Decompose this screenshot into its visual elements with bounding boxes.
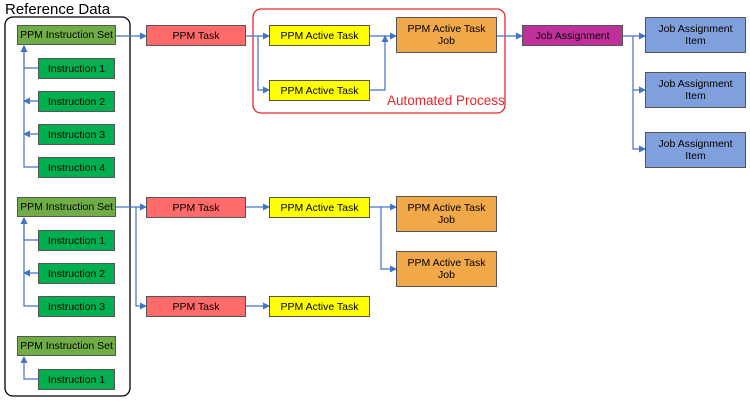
node-label: Job Assignment [535, 29, 610, 42]
node-label: PPM Active Task Job [407, 202, 486, 226]
node-label: Job Assignment Item [658, 78, 733, 102]
node-label: PPM Active Task [280, 29, 359, 42]
connector-at2-to-j2b [380, 207, 397, 273]
instruction-node-i1c: Instruction 3 [38, 124, 115, 145]
job-assignment-item-node-jai2: Job Assignment Item [645, 72, 746, 108]
job-assignment-node-ja: Job Assignment [522, 25, 623, 46]
instruction-node-i1d: Instruction 4 [38, 157, 115, 178]
connector-ja-to-jai2 [632, 36, 646, 94]
connector-at1b-to-j1 [370, 35, 389, 91]
active-task-job-node-j2b: PPM Active Task Job [396, 251, 497, 287]
active-task-job-node-j1: PPM Active Task Job [396, 17, 497, 53]
automated-process-label: Automated Process [387, 93, 505, 108]
instruction-set-node-is3: PPM Instruction Set [17, 336, 116, 356]
connector-ja-to-jai3 [632, 90, 646, 153]
job-assignment-item-node-jai3: Job Assignment Item [645, 132, 746, 168]
instruction-node-i2c: Instruction 3 [38, 296, 115, 317]
node-label: PPM Active Task [280, 300, 359, 313]
node-label: PPM Instruction Set [20, 340, 113, 352]
instruction-set-node-is1: PPM Instruction Set [17, 25, 116, 45]
node-label: PPM Instruction Set [20, 201, 113, 213]
ppm-active-task-node-at2: PPM Active Task [269, 197, 370, 218]
ppm-task-node-t3: PPM Task [146, 296, 246, 317]
active-task-job-node-j2a: PPM Active Task Job [396, 196, 497, 232]
node-label: Job Assignment Item [658, 23, 733, 47]
node-label: Job Assignment Item [658, 138, 733, 162]
instruction-set-node-is2: PPM Instruction Set [17, 197, 116, 217]
node-label: PPM Task [172, 29, 220, 42]
ppm-active-task-node-at1b: PPM Active Task [269, 80, 370, 101]
reference-data-title: Reference Data [5, 1, 111, 18]
connector-t1-to-at1b [257, 36, 270, 94]
connector-is2-to-t3 [135, 207, 147, 310]
ppm-active-task-node-at1a: PPM Active Task [269, 25, 370, 46]
node-label: Instruction 1 [47, 234, 106, 247]
node-label: PPM Active Task Job [407, 23, 486, 47]
node-label: Instruction 3 [47, 128, 106, 141]
instruction-node-i3a: Instruction 1 [38, 369, 115, 390]
node-label: Instruction 3 [47, 300, 106, 313]
instruction-node-i1b: Instruction 2 [38, 91, 115, 112]
node-label: PPM Active Task [280, 84, 359, 97]
instruction-node-i1a: Instruction 1 [38, 58, 115, 79]
automated-process-group [252, 8, 506, 114]
instruction-node-i2b: Instruction 2 [38, 263, 115, 284]
ppm-task-node-t2: PPM Task [146, 197, 246, 218]
node-label: Instruction 1 [47, 62, 106, 75]
node-label: Instruction 4 [47, 161, 106, 174]
node-label: Instruction 2 [47, 95, 106, 108]
ppm-task-node-t1: PPM Task [146, 25, 246, 46]
instruction-node-i2a: Instruction 1 [38, 230, 115, 251]
node-label: PPM Task [172, 300, 220, 313]
node-label: PPM Active Task [280, 201, 359, 214]
node-label: Instruction 2 [47, 267, 106, 280]
node-label: PPM Active Task Job [407, 257, 486, 281]
node-label: PPM Instruction Set [20, 29, 113, 41]
ppm-active-task-node-at3: PPM Active Task [269, 296, 370, 317]
job-assignment-item-node-jai1: Job Assignment Item [645, 17, 746, 53]
node-label: Instruction 1 [47, 373, 106, 386]
node-label: PPM Task [172, 201, 220, 214]
